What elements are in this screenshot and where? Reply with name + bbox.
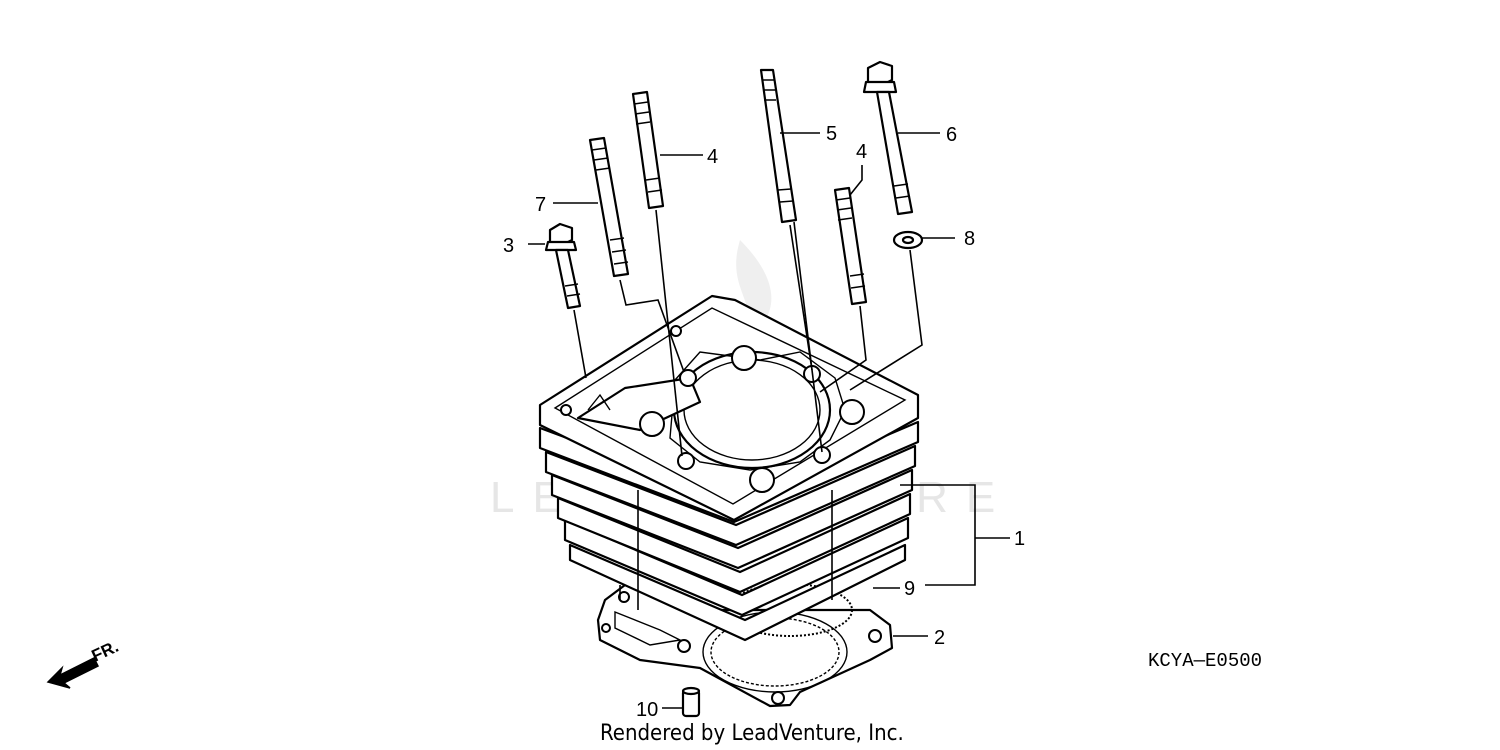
cylinder-base-gasket xyxy=(596,583,894,708)
callout-8: 8 xyxy=(964,228,975,250)
diagram-code: KCYA—E0500 xyxy=(1148,650,1262,672)
callout-1: 1 xyxy=(1014,528,1025,550)
render-credit: Rendered by LeadVenture, Inc. xyxy=(600,721,904,746)
callout-4-right: 4 xyxy=(856,141,867,163)
stud-bolt-4-right xyxy=(833,186,868,306)
assembly-lines xyxy=(573,209,923,600)
dowel-pin xyxy=(681,686,701,718)
o-ring xyxy=(727,583,853,637)
callout-4-left: 4 xyxy=(707,146,718,168)
callout-6: 6 xyxy=(946,124,957,146)
callout-leaders xyxy=(528,132,1010,709)
arrow-left-icon xyxy=(46,656,100,689)
flange-bolt-6 xyxy=(862,60,914,216)
callout-2: 2 xyxy=(934,627,945,649)
callout-3: 3 xyxy=(503,235,514,257)
stud-bolt-5 xyxy=(759,68,798,224)
callout-numbers: 1 2 3 4 4 5 6 7 8 9 10 xyxy=(503,123,1025,721)
front-direction-arrow: FR. xyxy=(46,637,122,689)
callout-9: 9 xyxy=(904,578,915,600)
stud-bolt-7 xyxy=(588,136,630,278)
flange-bolt-3 xyxy=(544,222,582,310)
callout-10: 10 xyxy=(636,699,658,721)
stud-bolt-4-left xyxy=(631,90,665,210)
cylinder-body xyxy=(538,294,920,642)
callout-7: 7 xyxy=(535,194,546,216)
callout-5: 5 xyxy=(826,123,837,145)
washer-8 xyxy=(892,230,924,250)
